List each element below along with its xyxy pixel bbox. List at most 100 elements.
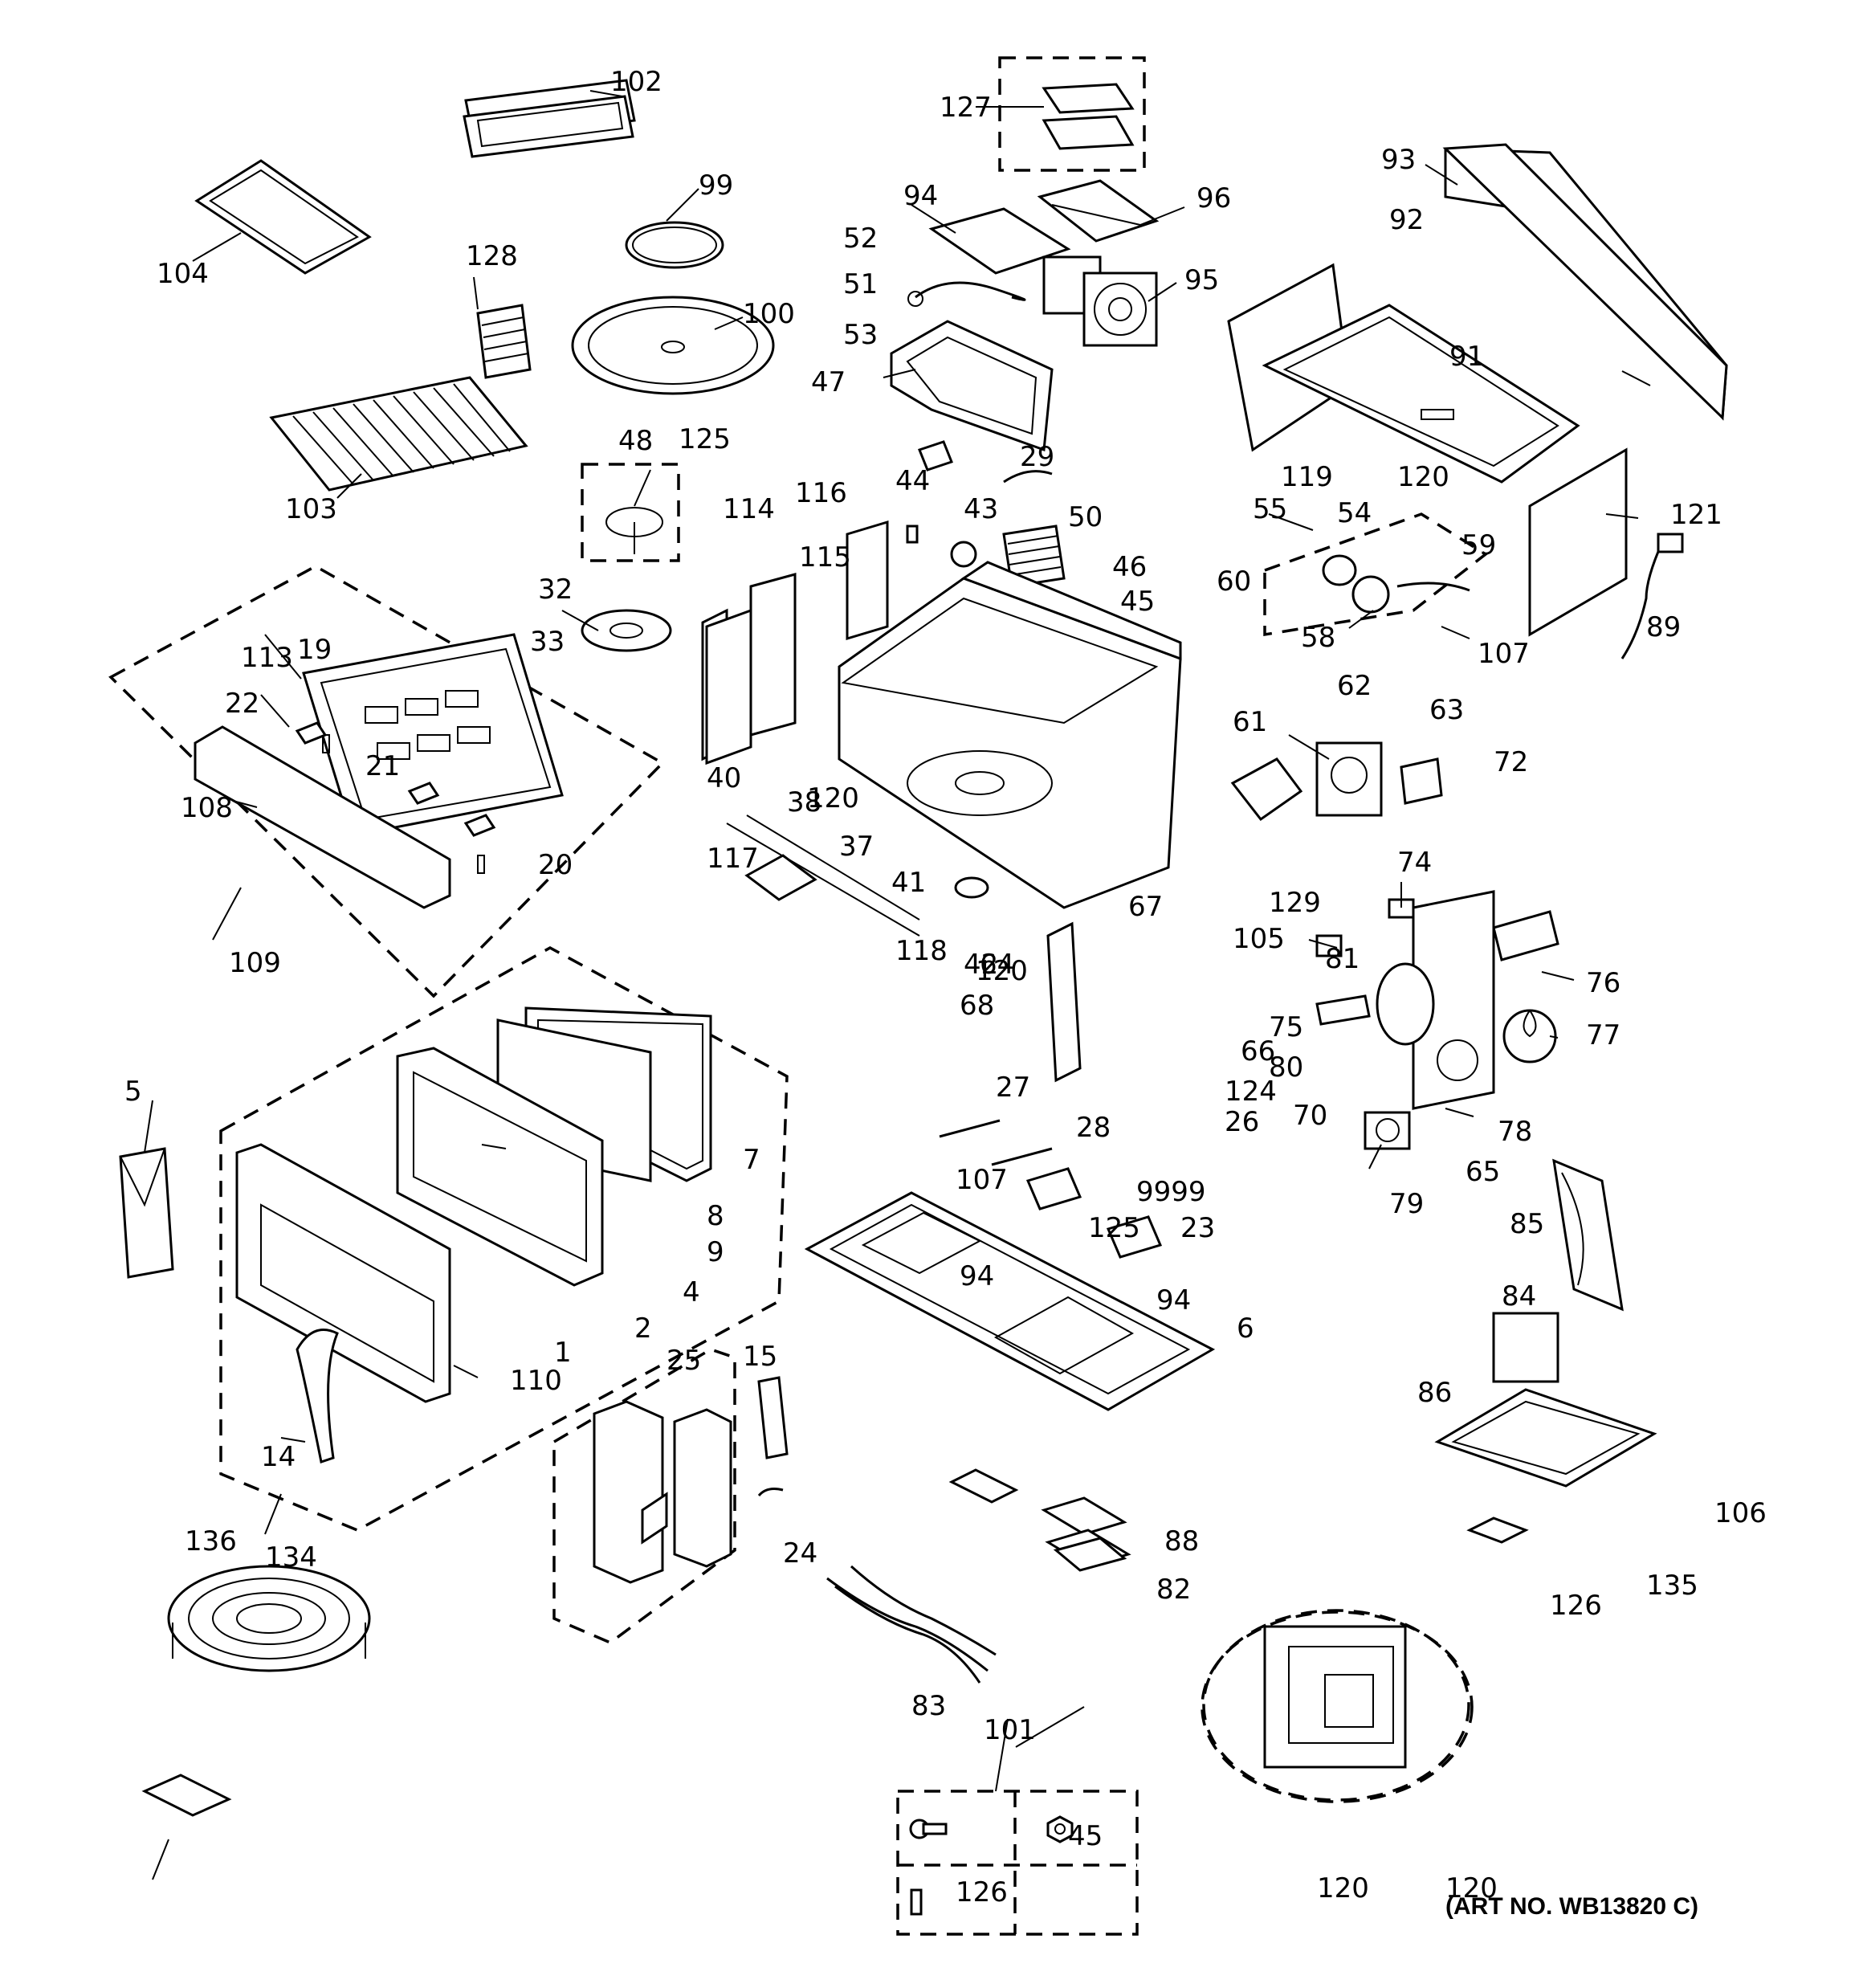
part-label-99: 99 bbox=[699, 169, 733, 202]
part-label-60: 60 bbox=[1217, 565, 1251, 598]
oven-cavity bbox=[581, 507, 1182, 937]
part-label-25: 25 bbox=[667, 1345, 701, 1377]
part-label-84: 84 bbox=[1502, 1280, 1536, 1312]
part-label-55: 55 bbox=[1253, 493, 1287, 525]
part-label-62: 62 bbox=[1337, 670, 1372, 702]
part-label-64: 64 bbox=[980, 949, 1014, 981]
part-label-50: 50 bbox=[1068, 501, 1103, 533]
part-label-103: 103 bbox=[285, 493, 337, 525]
part-label-7: 7 bbox=[743, 1144, 760, 1176]
cavity-detail bbox=[1263, 1625, 1407, 1769]
part-label-65: 65 bbox=[1466, 1156, 1500, 1188]
group-outlines bbox=[108, 56, 1489, 1936]
part-label-94: 94 bbox=[903, 180, 938, 212]
part-label-109: 109 bbox=[229, 947, 281, 979]
fan-assemblies bbox=[890, 83, 1160, 588]
part-label-126: 126 bbox=[956, 1876, 1008, 1908]
part-label-48: 48 bbox=[618, 425, 653, 457]
part-label-38: 38 bbox=[787, 786, 821, 818]
part-label-24: 24 bbox=[783, 1537, 817, 1570]
part-label-76: 76 bbox=[1586, 967, 1620, 999]
part-label-47: 47 bbox=[811, 366, 846, 398]
part-label-5: 5 bbox=[124, 1076, 142, 1108]
part-label-108: 108 bbox=[181, 792, 233, 824]
part-label-118: 118 bbox=[895, 935, 948, 967]
part-label-9: 9 bbox=[707, 1236, 724, 1268]
part-label-22: 22 bbox=[225, 688, 259, 720]
part-label-40: 40 bbox=[707, 762, 741, 794]
part-label-42: 42 bbox=[964, 949, 998, 981]
part-label-51: 51 bbox=[843, 268, 878, 300]
part-label-26: 26 bbox=[1225, 1106, 1259, 1138]
part-label-19: 19 bbox=[297, 634, 332, 666]
part-label-54: 54 bbox=[1337, 497, 1372, 529]
part-label-95: 95 bbox=[1184, 264, 1219, 296]
part-label-136: 136 bbox=[185, 1525, 237, 1557]
part-label-52: 52 bbox=[843, 222, 878, 255]
part-label-6: 6 bbox=[1237, 1312, 1254, 1345]
part-label-61: 61 bbox=[1233, 706, 1267, 738]
part-label-15: 15 bbox=[743, 1341, 777, 1373]
control-panel bbox=[194, 633, 564, 909]
filters-and-rack bbox=[194, 79, 775, 492]
part-label-29: 29 bbox=[1020, 441, 1054, 473]
part-label-121: 121 bbox=[1670, 499, 1722, 531]
part-label-124: 124 bbox=[1225, 1076, 1277, 1108]
part-label-117: 117 bbox=[707, 843, 759, 875]
part-label-46: 46 bbox=[1112, 551, 1147, 583]
part-label-115: 115 bbox=[799, 541, 851, 574]
bottom-plate bbox=[804, 921, 1216, 1568]
part-label-102: 102 bbox=[610, 66, 662, 98]
part-label-58: 58 bbox=[1301, 622, 1335, 654]
part-label-88: 88 bbox=[1164, 1525, 1199, 1557]
part-label-128: 128 bbox=[466, 240, 518, 272]
part-label-94: 94 bbox=[1156, 1284, 1191, 1316]
part-label-82: 82 bbox=[1156, 1574, 1191, 1606]
part-label-106: 106 bbox=[1714, 1497, 1767, 1529]
part-label-93: 93 bbox=[1381, 144, 1416, 176]
part-label-107: 107 bbox=[956, 1164, 1008, 1196]
part-label-20: 20 bbox=[538, 849, 573, 881]
packet-135-icon bbox=[1053, 1537, 1127, 1572]
part-label-41: 41 bbox=[891, 867, 926, 899]
part-label-116: 116 bbox=[795, 477, 847, 509]
hardware-icons bbox=[909, 1537, 1127, 1916]
part-label-43: 43 bbox=[964, 493, 998, 525]
part-label-9999: 9999 bbox=[1136, 1176, 1206, 1208]
nut-icon bbox=[1046, 1815, 1074, 1843]
leader-lines bbox=[144, 90, 1651, 1880]
part-label-14: 14 bbox=[261, 1441, 296, 1473]
part-label-32: 32 bbox=[538, 574, 573, 606]
part-label-59: 59 bbox=[1461, 529, 1496, 561]
part-label-129: 129 bbox=[1269, 887, 1321, 919]
part-label-77: 77 bbox=[1586, 1019, 1620, 1051]
part-label-70: 70 bbox=[1293, 1100, 1327, 1132]
part-label-113: 113 bbox=[241, 642, 293, 674]
part-label-79: 79 bbox=[1389, 1188, 1424, 1220]
part-label-33: 33 bbox=[530, 626, 565, 658]
part-label-120: 120 bbox=[1317, 1872, 1369, 1904]
part-label-23: 23 bbox=[1180, 1212, 1215, 1244]
part-label-63: 63 bbox=[1429, 694, 1464, 726]
part-label-45: 45 bbox=[1120, 586, 1155, 618]
part-label-85: 85 bbox=[1510, 1208, 1544, 1240]
part-label-89: 89 bbox=[1646, 611, 1681, 643]
part-label-126: 126 bbox=[1550, 1590, 1602, 1622]
part-label-53: 53 bbox=[843, 319, 878, 351]
part-label-67: 67 bbox=[1128, 891, 1163, 923]
part-label-27: 27 bbox=[996, 1072, 1030, 1104]
literature-icon bbox=[119, 1147, 174, 1279]
door-assembly bbox=[235, 1006, 712, 1463]
control-board bbox=[593, 1376, 789, 1584]
part-label-2: 2 bbox=[634, 1312, 652, 1345]
part-label-125: 125 bbox=[679, 423, 731, 455]
art-number: (ART NO. WB13820 C) bbox=[1445, 1893, 1698, 1920]
part-label-107: 107 bbox=[1478, 638, 1530, 670]
outer-case bbox=[1227, 143, 1728, 659]
part-label-110: 110 bbox=[510, 1365, 562, 1397]
part-label-120: 120 bbox=[976, 955, 1028, 987]
part-label-75: 75 bbox=[1269, 1011, 1303, 1043]
part-label-105: 105 bbox=[1233, 923, 1285, 955]
